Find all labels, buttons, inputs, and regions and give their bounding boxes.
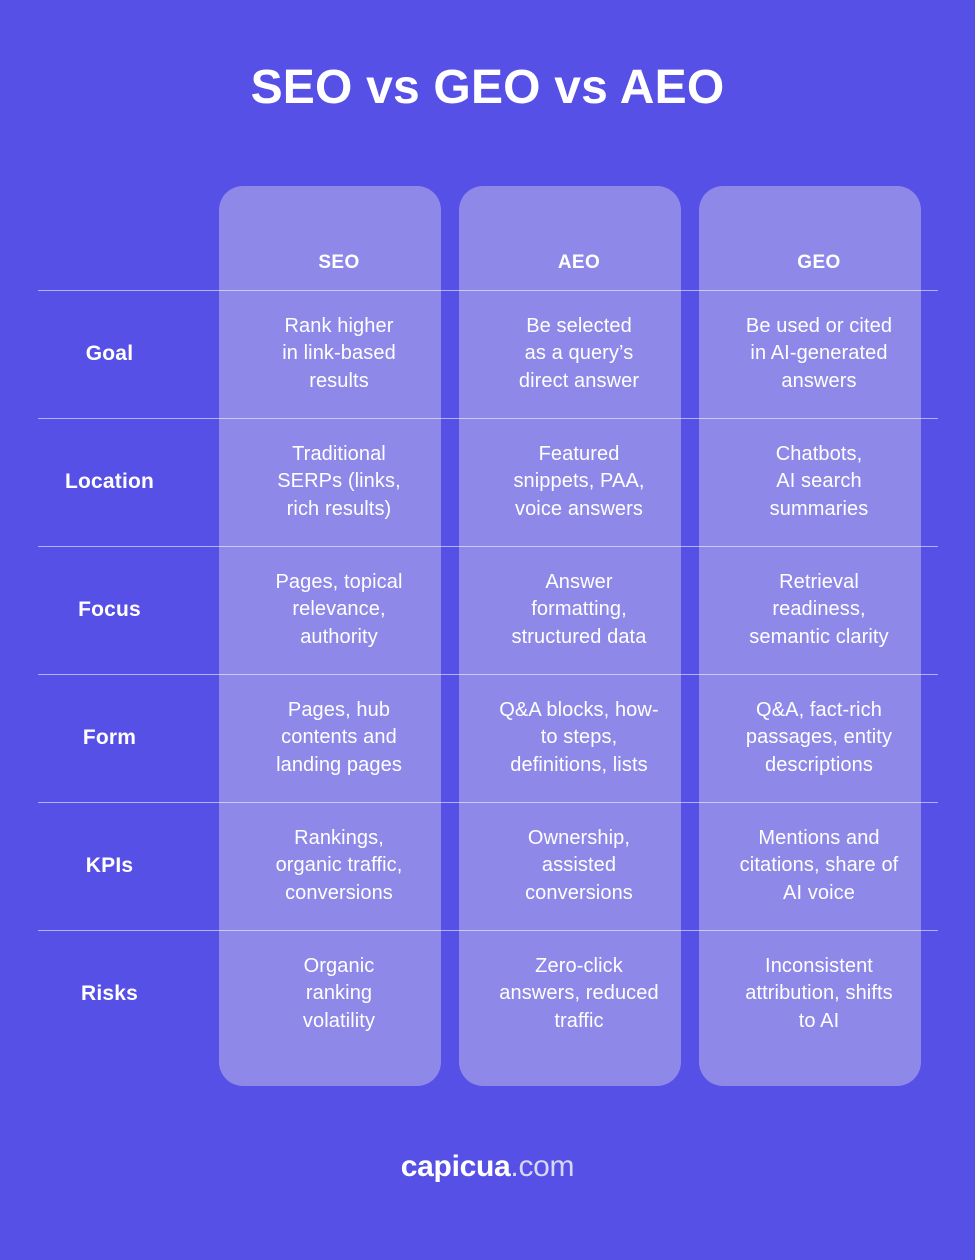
row-divider [38,546,938,547]
row-divider [38,930,938,931]
column-header-geo: GEO [797,252,841,273]
row-label-form: Form [82,726,137,749]
row-label-goal: Goal [85,342,134,365]
row-divider [38,802,938,803]
column-header-seo: SEO [318,252,360,273]
footer-logo: capicua.com [0,1152,975,1182]
row-divider [38,290,938,291]
column-panel-aeo [459,186,681,1086]
row-label-risks: Risks [80,982,139,1005]
table-corner-cell [0,186,219,290]
row-divider [38,674,938,675]
row-label-kpis: KPIs [85,854,134,877]
column-header-aeo: AEO [557,252,601,273]
page-title: SEO vs GEO vs AEO [250,61,725,114]
table-bottom-spacer [0,1058,939,1086]
row-label-location: Location [64,470,155,493]
cell-form-aeo: Q&A blocks, how-to steps,definitions, li… [499,698,659,776]
brand-tld: .com [510,1150,575,1183]
column-panel-geo [699,186,921,1086]
column-panel-seo [219,186,441,1086]
row-divider [38,418,938,419]
cell-kpis-seo: Rankings,organic traffic,conversions [275,826,403,904]
row-label-focus: Focus [78,598,141,621]
brand-name: capicua [400,1150,511,1183]
